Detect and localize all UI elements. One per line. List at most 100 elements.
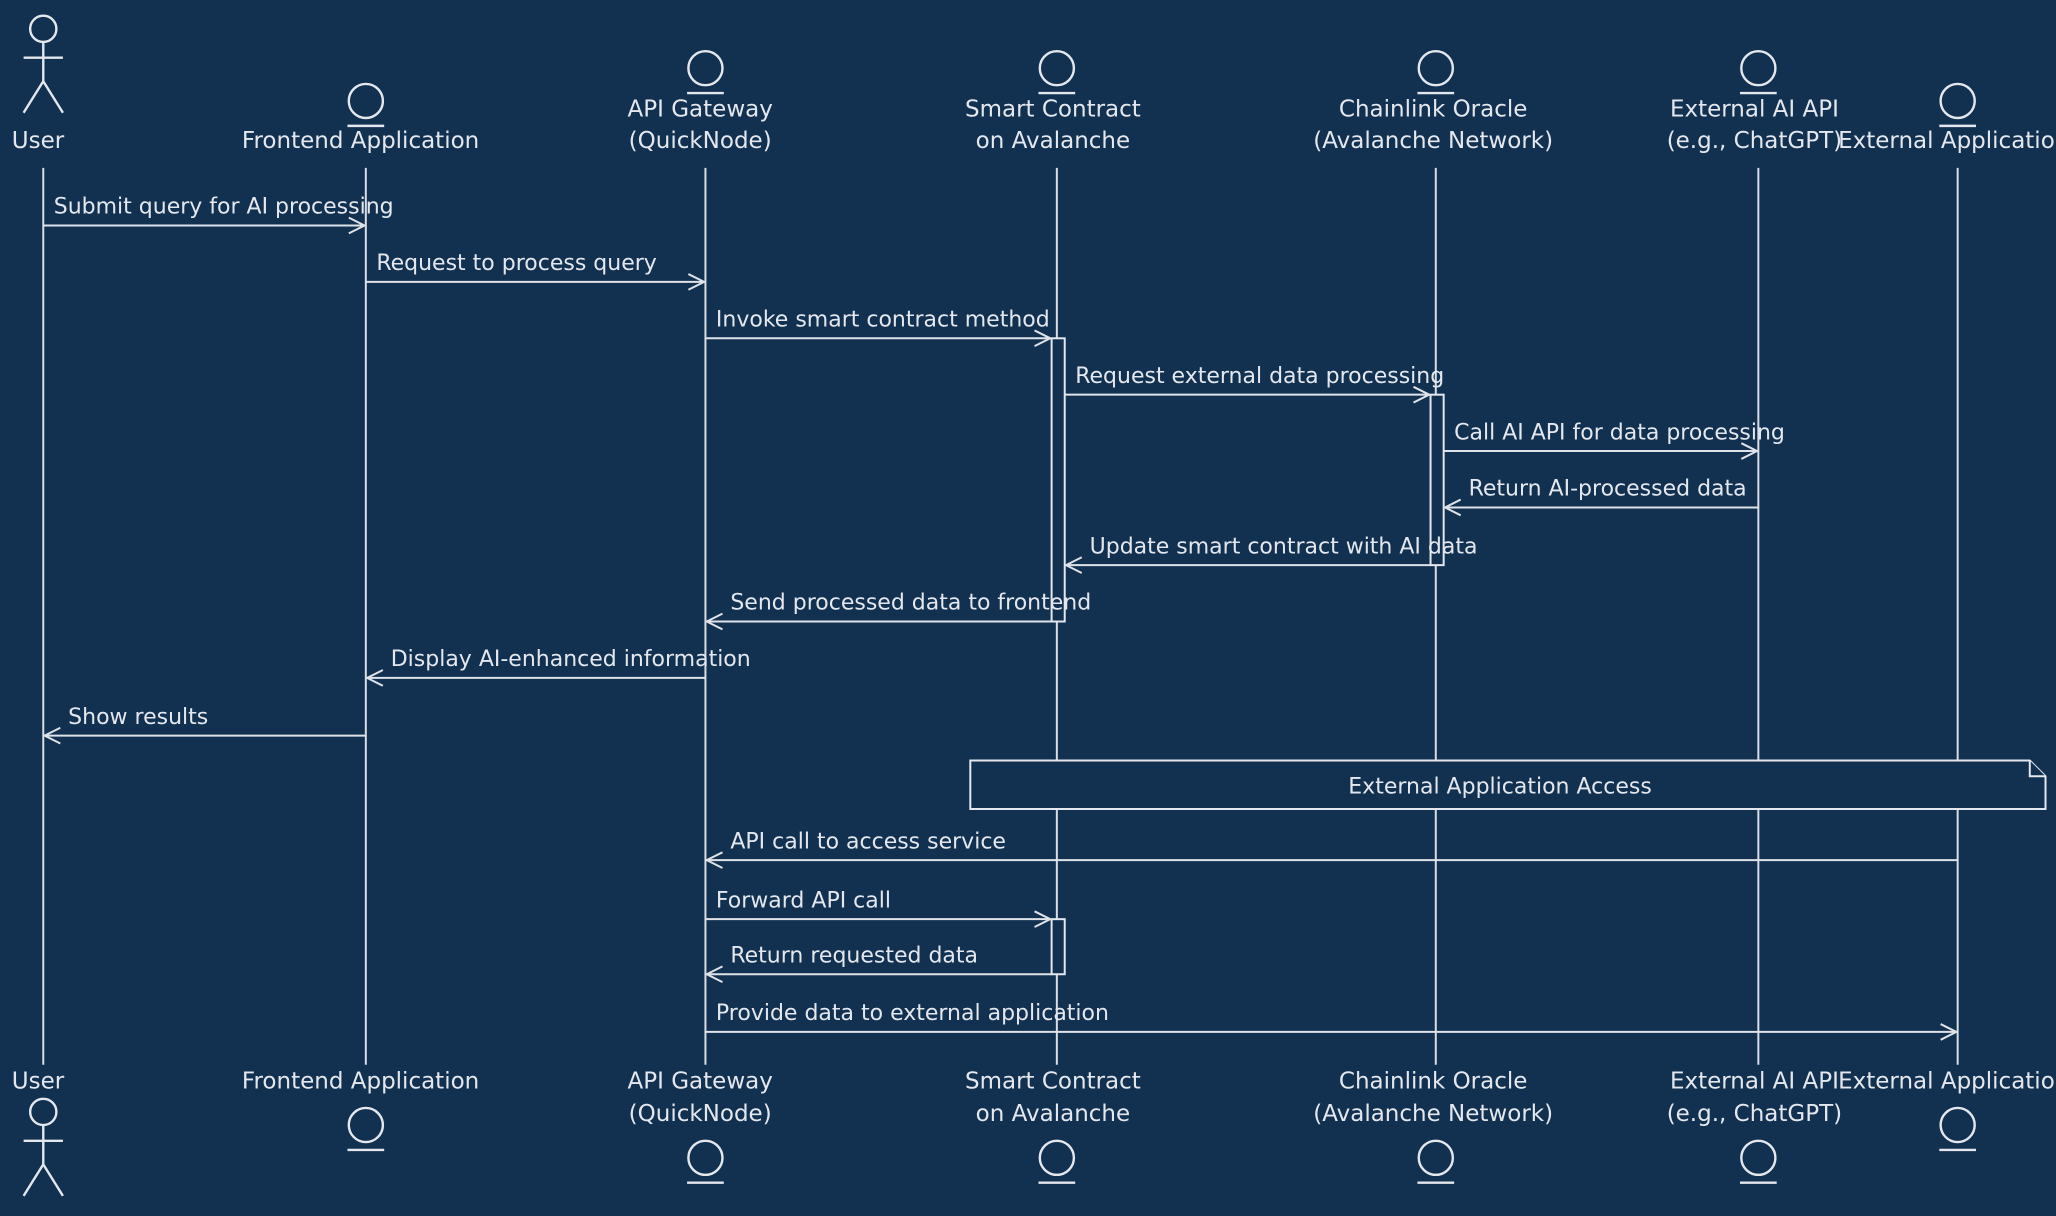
message-label: Forward API call <box>716 888 891 913</box>
bottom-frontend-entity-icon <box>347 1106 385 1144</box>
participant-label-gateway: (QuickNode) <box>629 1101 772 1127</box>
arrowhead-icon <box>1940 1023 1959 1041</box>
arrowhead-icon <box>1413 385 1432 404</box>
participant-top-gateway: API Gateway (QuickNode) <box>628 49 773 154</box>
message-label: Show results <box>68 705 208 730</box>
note-external-application-access: External Application Access <box>969 759 2047 811</box>
message-13: Return requested data <box>704 943 1052 984</box>
top-user-actor-leg-right-icon <box>42 80 64 114</box>
top-gateway-entity-icon <box>687 49 724 87</box>
participant-label-gateway: API Gateway <box>628 97 773 123</box>
participant-label-aiapi: (e.g., ChatGPT) <box>1667 128 1842 154</box>
top-contract-entity-icon <box>1038 49 1076 87</box>
message-label: Return AI-processed data <box>1469 477 1747 502</box>
top-extapp-entity-icon <box>1939 82 1976 120</box>
participant-label-aiapi: External AI API <box>1670 97 1839 123</box>
participant-label-oracle: Chainlink Oracle <box>1339 1068 1528 1094</box>
message-label: Display AI-enhanced information <box>391 647 751 672</box>
message-label: Request to process query <box>376 251 656 276</box>
bottom-oracle-entity-icon <box>1417 1139 1455 1177</box>
participant-label-extapp: External Application <box>1838 1068 2056 1094</box>
participant-bottom-gateway: API Gateway (QuickNode) <box>628 1068 773 1184</box>
participant-bottom-extapp: External Application <box>1838 1068 2056 1152</box>
note-text: External Application Access <box>1348 774 1652 799</box>
participant-top-user: User <box>12 14 65 154</box>
message-9: Display AI-enhanced information <box>364 647 751 687</box>
participant-label-contract: Smart Contract <box>965 97 1141 123</box>
bottom-gateway-entity-icon <box>687 1139 724 1177</box>
bottom-user-actor-leg-right-icon <box>42 1163 64 1197</box>
activation-contract-1 <box>1050 337 1066 623</box>
message-10: Show results <box>42 705 366 745</box>
arrowhead-icon <box>704 612 723 631</box>
participant-label-contract: on Avalanche <box>976 1101 1131 1127</box>
bottom-user-actor-head-icon <box>28 1097 58 1127</box>
message-label: Call AI API for data processing <box>1454 420 1785 445</box>
message-11: API call to access service <box>704 829 1958 869</box>
participant-bottom-aiapi: External AI API (e.g., ChatGPT) <box>1667 1068 1842 1184</box>
message-12: Forward API call <box>705 888 1053 928</box>
note-layer: External Application Access <box>969 759 2047 811</box>
note-fold-icon <box>2028 760 2046 778</box>
participant-label-aiapi: (e.g., ChatGPT) <box>1667 1101 1842 1127</box>
participant-top-aiapi: External AI API (e.g., ChatGPT) <box>1667 49 1842 154</box>
message-3: Invoke smart contract method <box>705 307 1053 348</box>
message-14: Provide data to external application <box>705 1001 1959 1041</box>
participant-label-frontend: Frontend Application <box>242 1068 479 1094</box>
arrowhead-icon <box>348 216 367 235</box>
activation-oracle-1 <box>1429 393 1445 567</box>
participant-label-oracle: Chainlink Oracle <box>1339 97 1528 123</box>
bottom-aiapi-entity-icon <box>1740 1139 1777 1177</box>
message-2: Request to process query <box>365 251 707 291</box>
participant-label-contract: Smart Contract <box>965 1068 1141 1094</box>
message-label: Submit query for AI processing <box>54 195 394 220</box>
arrowhead-icon <box>704 965 723 984</box>
message-6: Return AI-processed data <box>1442 477 1759 517</box>
top-frontend-entity-icon <box>347 82 385 120</box>
arrowhead-icon <box>1034 910 1053 928</box>
note-box <box>969 759 2047 811</box>
participant-label-aiapi: External AI API <box>1670 1068 1839 1094</box>
activations-layer <box>1050 337 1445 976</box>
participant-bottom-user: User <box>12 1068 65 1197</box>
arrowhead-icon <box>704 851 723 869</box>
message-label: API call to access service <box>730 829 1006 854</box>
participant-label-user: User <box>12 1068 65 1094</box>
message-4: Request external data processing <box>1064 364 1444 404</box>
participant-label-gateway: API Gateway <box>628 1068 773 1094</box>
participant-top-extapp: External Application <box>1838 82 2056 154</box>
participant-label-user: User <box>12 128 65 154</box>
participant-label-oracle: (Avalanche Network) <box>1313 128 1553 154</box>
participant-bottom-contract: Smart Contract on Avalanche <box>965 1068 1141 1184</box>
participant-label-oracle: (Avalanche Network) <box>1313 1101 1553 1127</box>
participant-label-gateway: (QuickNode) <box>629 128 772 154</box>
bottom-extapp-entity-icon <box>1939 1106 1976 1144</box>
participant-top-oracle: Chainlink Oracle (Avalanche Network) <box>1313 49 1553 154</box>
bottom-contract-entity-icon <box>1038 1139 1076 1177</box>
message-label: Provide data to external application <box>716 1001 1109 1026</box>
participant-bottom-frontend: Frontend Application <box>242 1068 479 1152</box>
activation-contract-2 <box>1050 918 1066 976</box>
message-1: Submit query for AI processing <box>43 195 394 235</box>
participant-label-extapp: External Application <box>1838 128 2056 154</box>
participant-bottom-oracle: Chainlink Oracle (Avalanche Network) <box>1313 1068 1553 1184</box>
top-aiapi-entity-icon <box>1740 49 1777 87</box>
message-5: Call AI API for data processing <box>1443 420 1785 460</box>
message-label: Invoke smart contract method <box>716 307 1050 332</box>
arrowhead-icon <box>42 726 61 745</box>
arrowhead-icon <box>1063 556 1083 574</box>
participant-top-frontend: Frontend Application <box>242 82 479 154</box>
participant-label-frontend: Frontend Application <box>242 128 479 154</box>
arrowhead-icon <box>1740 442 1760 460</box>
message-label: Send processed data to frontend <box>730 591 1091 616</box>
arrowhead-icon <box>1034 329 1053 348</box>
bottom-user-actor-leg-left-icon <box>22 1163 45 1197</box>
arrowhead-icon <box>1442 498 1462 517</box>
